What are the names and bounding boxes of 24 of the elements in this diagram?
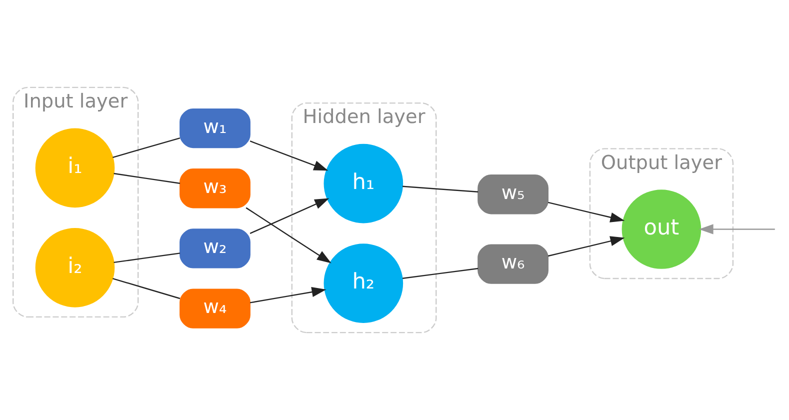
arrow <box>250 198 330 234</box>
node-box: w₂ <box>180 228 250 268</box>
node-circle: i₂ <box>35 228 115 308</box>
arrow <box>250 140 328 171</box>
node-box: w₅ <box>478 174 548 214</box>
connector <box>114 252 180 264</box>
arrow <box>698 224 775 234</box>
connector <box>112 137 180 158</box>
node-circle: h₂ <box>324 244 404 323</box>
arrow <box>250 287 326 304</box>
arrow <box>246 207 332 264</box>
connector <box>114 172 180 184</box>
node-box: w₆ <box>478 244 548 284</box>
node-box: w₁ <box>180 108 250 148</box>
node-box: w₃ <box>180 168 250 208</box>
arrow <box>548 202 625 222</box>
connector <box>112 278 180 300</box>
node-circle: i₁ <box>35 128 115 208</box>
connector <box>402 268 478 279</box>
node-box: w₄ <box>180 288 250 328</box>
node-circle: out <box>622 190 702 269</box>
node-circle: h₁ <box>324 144 404 224</box>
connector <box>402 186 478 192</box>
arrow <box>548 236 625 257</box>
